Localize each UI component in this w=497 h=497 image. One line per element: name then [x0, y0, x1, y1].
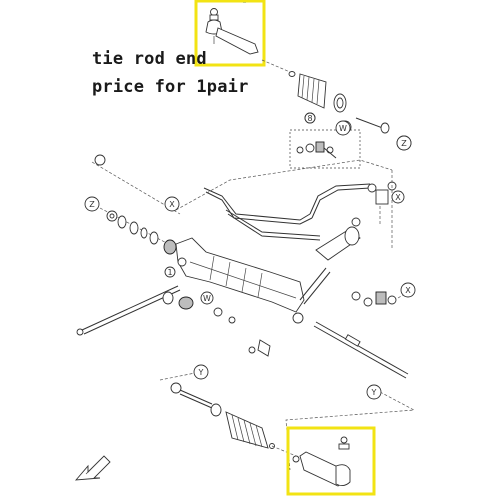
steering-rack-housing — [175, 237, 305, 324]
tie-rod-end-top — [205, 8, 259, 55]
parts-group-x-right — [351, 291, 409, 307]
parts-group-8 — [289, 112, 361, 169]
svg-text:Z: Z — [401, 139, 407, 148]
ref-label-x-right-lower: X — [400, 282, 416, 298]
svg-text:X: X — [395, 193, 401, 202]
svg-text:Y: Y — [371, 388, 377, 397]
svg-text:W: W — [203, 294, 211, 303]
ref-label-w-lower: W — [200, 291, 214, 305]
caption-title: tie rod end — [92, 49, 207, 69]
rack-bar-right — [313, 321, 409, 379]
assembly-guide-lines — [159, 159, 416, 471]
parts-group-w-lower — [162, 291, 271, 357]
svg-text:X: X — [169, 200, 175, 209]
left-seal-stack — [91, 154, 181, 255]
svg-text:W: W — [339, 124, 347, 133]
ref-label-w-top: W — [335, 120, 351, 136]
highlight-box-bottom — [286, 426, 376, 496]
valve-group-right — [367, 181, 401, 224]
svg-text:1: 1 — [167, 268, 172, 277]
caption-price-note: price for 1pair — [92, 77, 249, 97]
ref-label-x-right-top: X — [391, 190, 405, 204]
boot-upper — [261, 59, 347, 113]
ref-label-y-right: Y — [366, 384, 382, 400]
ref-label-z-top-right: Z — [396, 135, 412, 151]
front-direction-arrow — [74, 455, 111, 481]
pinion-valve — [299, 217, 361, 305]
highlight-box-top — [194, 0, 266, 67]
svg-text:8: 8 — [307, 114, 312, 123]
tie-rod-end-bottom — [292, 436, 351, 487]
svg-text:Y: Y — [198, 368, 204, 377]
ref-label-8: 8 — [304, 112, 316, 124]
svg-text:X: X — [405, 286, 411, 295]
ref-label-1: 1 — [164, 266, 176, 278]
svg-text:Z: Z — [89, 200, 95, 209]
ref-label-x-left: X — [164, 196, 180, 212]
ref-label-y-left: Y — [193, 364, 209, 380]
boot-lower — [225, 411, 297, 457]
ref-label-z-left: Z — [84, 196, 100, 212]
hydraulic-lines — [203, 183, 371, 241]
inner-tie-rod-lower — [170, 382, 222, 417]
